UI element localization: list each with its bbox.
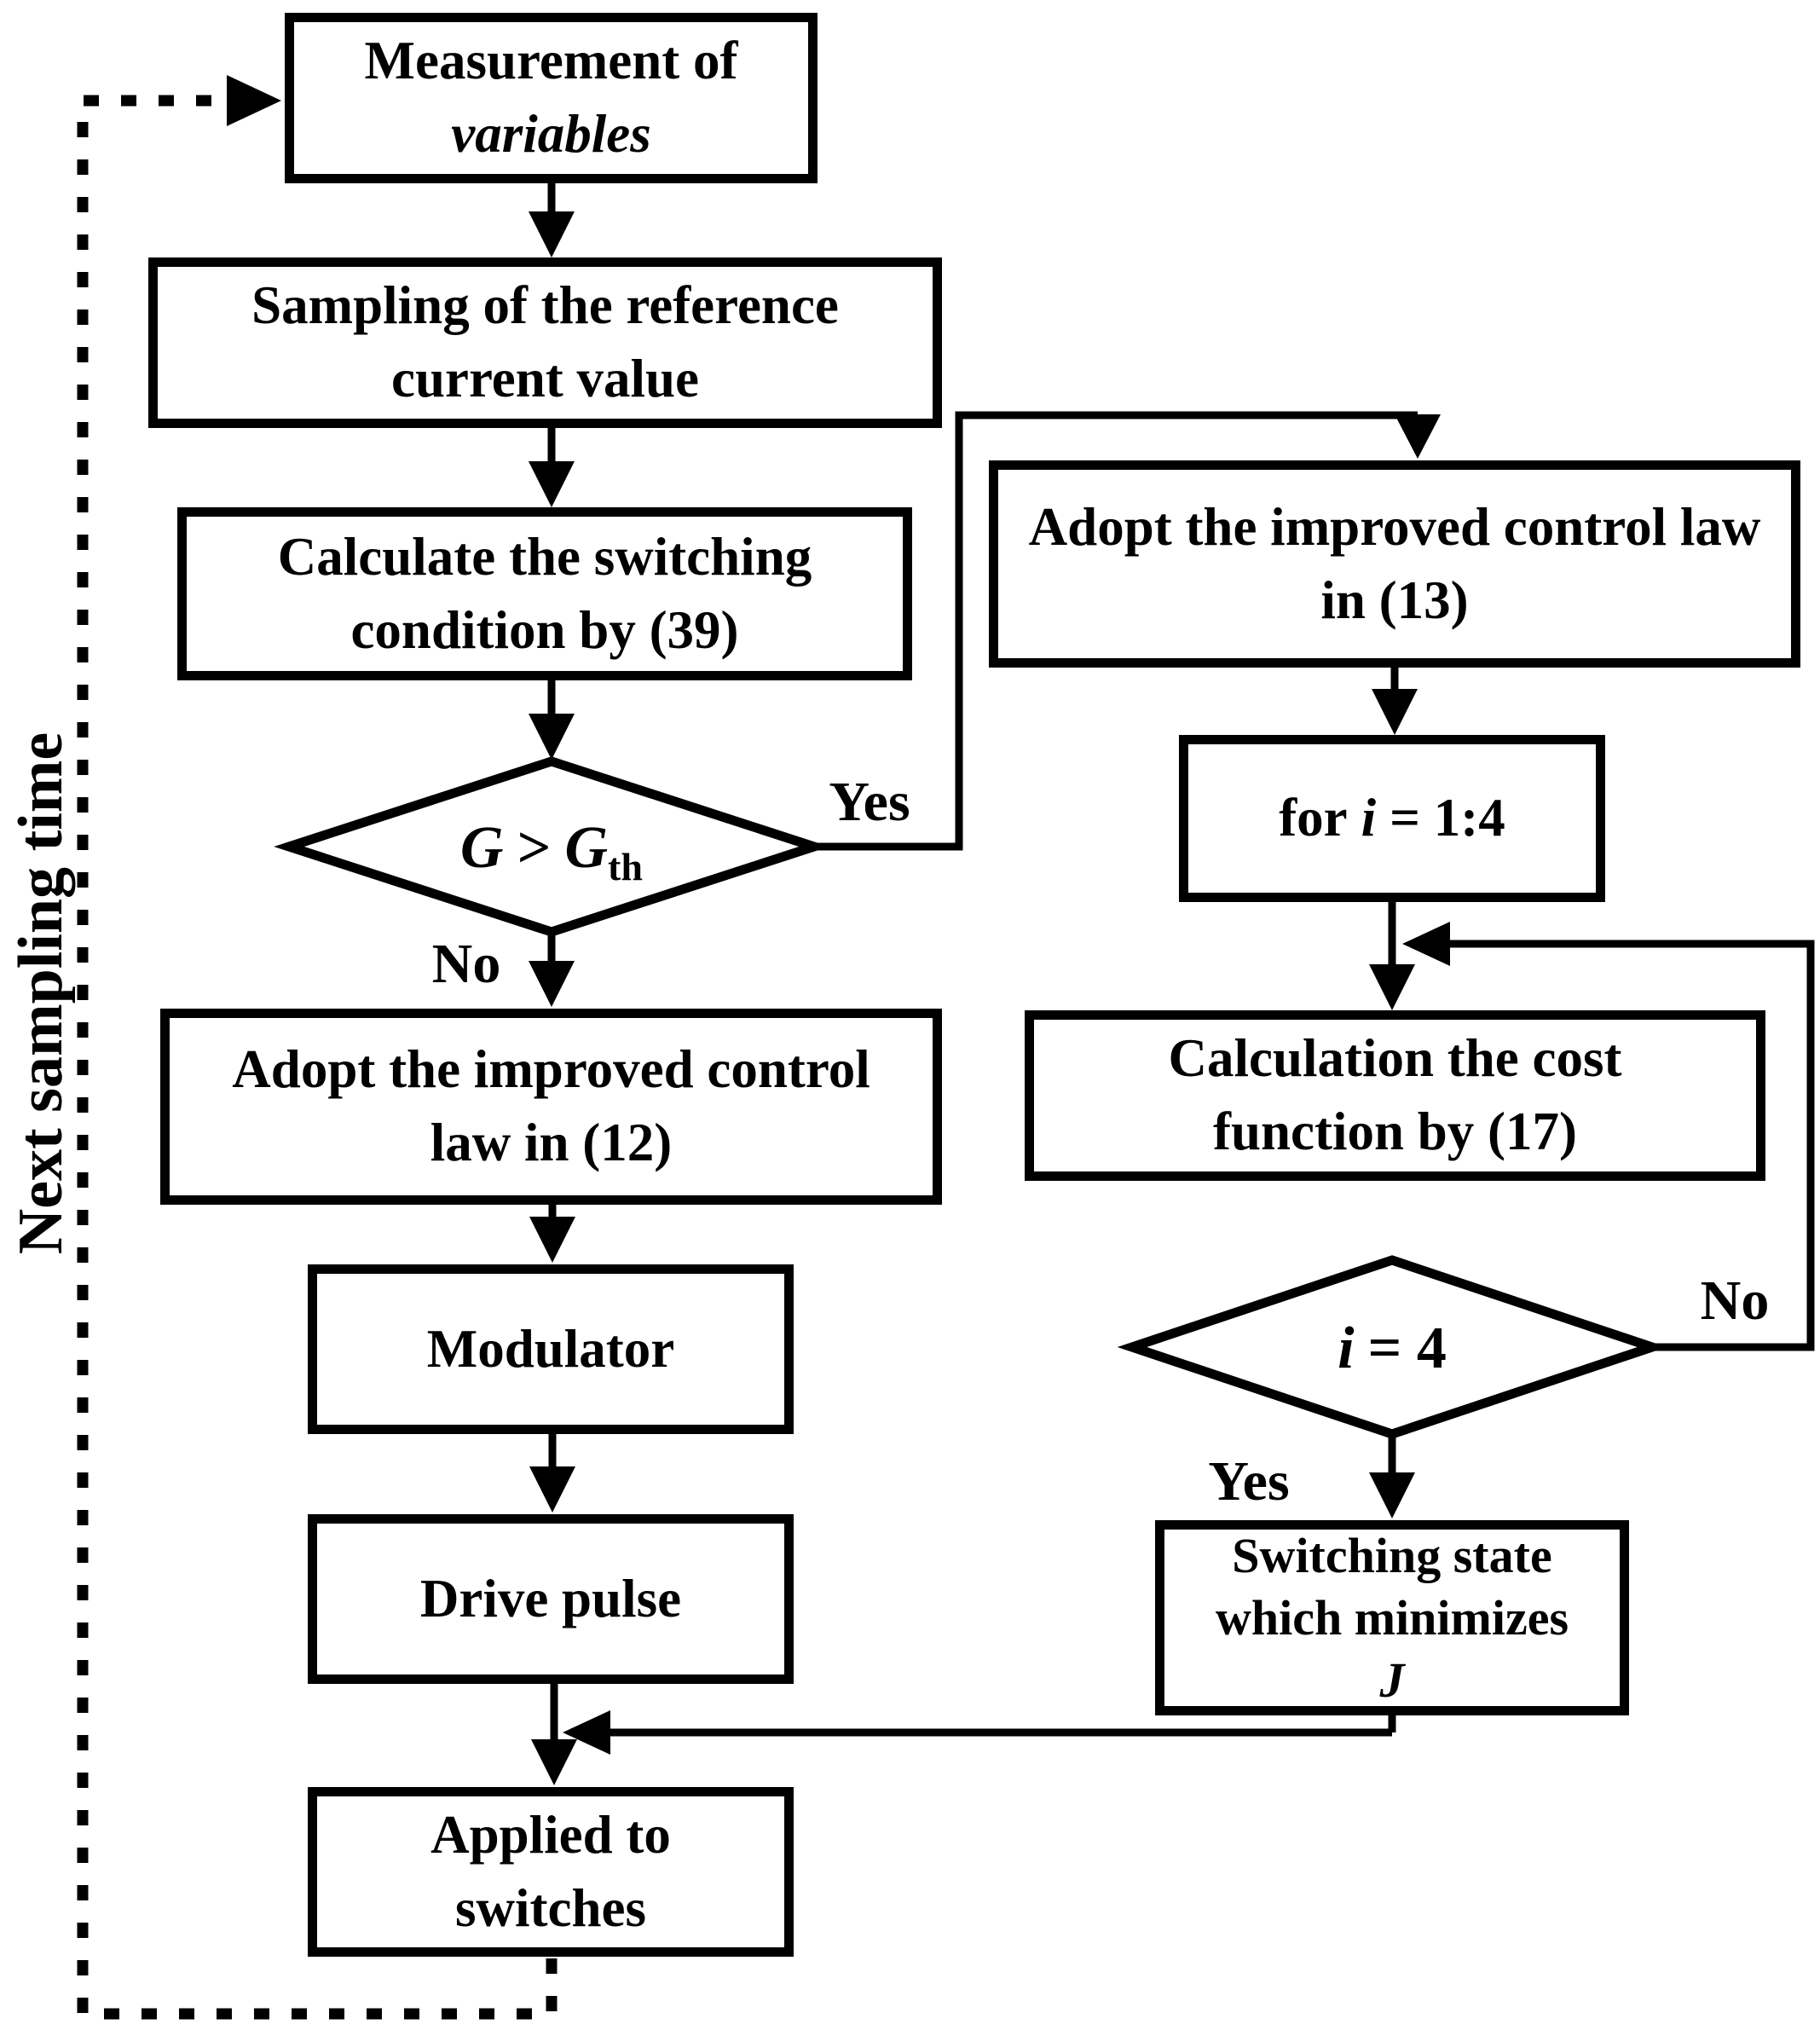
node-adopt-law-13-line2: in (13) [1320,570,1469,630]
decision-g-rhs-subscript: th [608,845,643,888]
decision-i-equals-4-label: i= 4 [1222,1310,1563,1387]
edge-feedback-arrowhead [227,75,281,126]
node-measurement-line1: Measurement of [364,31,738,91]
node-adopt-law-12: Adopt the improved control law in (12) [160,1009,942,1205]
node-sampling-line2: current value [390,349,700,408]
node-switching-state-line2: which minimizes [1215,1589,1569,1646]
node-cost-function: Calculation the cost function by (17) [1025,1010,1765,1181]
node-adopt-law-12-line1: Adopt the improved control [232,1039,870,1100]
edge-forloop-cost-arrowhead [1369,964,1415,1010]
node-switching-state: Switching state which minimizes J [1155,1520,1629,1715]
node-applied-to-switches: Applied to switches [308,1787,794,1957]
edge-yes-adopt13-arrowhead [1395,414,1441,459]
node-calculate-condition-line1: Calculate the switching [277,526,812,587]
node-sampling-line1: Sampling of the reference [251,275,839,336]
edge-no-loopback-line [1449,940,1815,1351]
edge-feedback-dashed-line [77,95,558,2020]
node-measurement-line2: variables [451,104,651,164]
decision-g-rhs: G [564,815,609,881]
node-modulator-label: Modulator [426,1318,675,1379]
node-measurement: Measurement of variables [285,13,818,183]
node-modulator: Modulator [308,1264,794,1434]
edge-yes-switching-arrowhead [1369,1472,1415,1518]
node-drive-pulse-label: Drive pulse [419,1568,682,1628]
node-cost-function-line1: Calculation the cost [1168,1028,1622,1089]
edge-sampling-calculate-arrowhead [529,461,575,507]
label-next-sampling-time: Next sampling time [6,732,76,1255]
label-no-right: No [1700,1270,1770,1332]
decision-g-threshold-label: G>Gth [364,810,739,887]
node-adopt-law-12-line2: law in (12) [430,1113,673,1172]
node-sampling: Sampling of the reference current value [148,257,942,428]
for-loop-variable: i [1361,788,1377,848]
decision-i-variable: i [1338,1316,1355,1381]
edge-adopt13-forloop-arrowhead [1372,689,1418,735]
node-switching-state-line3: J [1379,1652,1405,1709]
for-loop-keyword: for [1279,788,1348,848]
node-calculate-condition-line2: condition by (39) [350,599,739,660]
edge-calculate-decision-arrowhead [529,714,575,760]
edge-no-loopback-arrowhead [1402,922,1450,966]
edge-drive-applied-arrowhead [531,1739,577,1785]
edge-measurement-sampling-arrowhead [529,211,575,257]
decision-i-value: = 4 [1367,1316,1447,1381]
decision-g-operator: > [517,815,552,881]
edge-yes-adopt13-line [814,411,1418,851]
label-yes-left: Yes [829,771,910,833]
label-yes-right: Yes [1208,1450,1290,1513]
label-no-left: No [431,933,501,995]
node-calculate-condition: Calculate the switching condition by (39… [177,507,912,680]
node-switching-state-line1: Switching state [1232,1527,1552,1583]
decision-g-lhs: G [460,815,504,881]
node-adopt-law-13-line1: Adopt the improved control law [1028,496,1761,557]
node-adopt-law-13: Adopt the improved control law in (13) [989,460,1800,668]
node-cost-function-line2: function by (17) [1212,1102,1578,1161]
node-applied-to-switches-line1: Applied to [430,1804,671,1865]
for-loop-range: = 1:4 [1390,788,1505,848]
node-drive-pulse: Drive pulse [308,1514,794,1684]
edge-no-adopt12-arrowhead [529,961,575,1007]
edge-adopt12-modulator-arrowhead [529,1217,575,1263]
edge-modulator-drive-arrowhead [529,1466,575,1513]
edge-switching-merge-arrowhead [563,1710,610,1755]
node-applied-to-switches-line2: switches [455,1877,646,1938]
